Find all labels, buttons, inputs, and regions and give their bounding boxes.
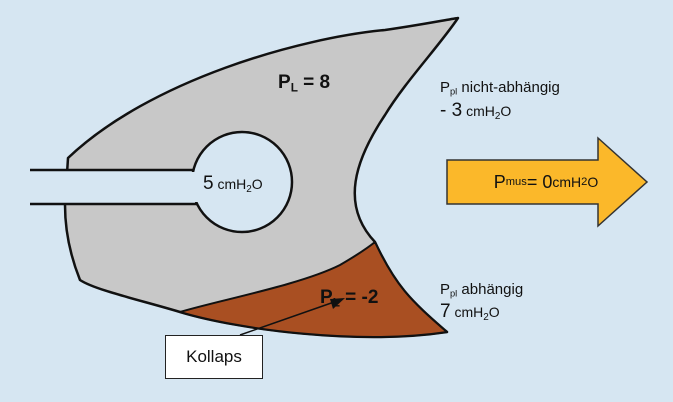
- airway-junction: [180, 172, 205, 202]
- pl-bottom-symbol: P: [320, 287, 333, 308]
- ppl-dependent-unit: cmH: [451, 304, 484, 320]
- pl-bottom-sub: L: [333, 296, 340, 309]
- ppl-nondependent-desc: nicht-abhängig: [457, 79, 560, 96]
- center-pressure-value: 5: [203, 173, 214, 194]
- ppl-nondependent-unit: cmH: [462, 103, 495, 119]
- pmus-value: = 0: [527, 172, 553, 193]
- pmus-unit: cmH: [552, 174, 581, 190]
- ppl-dependent-value-label: 7 cmH2O: [440, 302, 500, 321]
- ppl-dependent-value: 7: [440, 301, 451, 322]
- kollaps-box: Kollaps: [165, 335, 263, 379]
- pl-top-symbol: P: [278, 72, 291, 93]
- pl-bottom-value: = -2: [340, 287, 379, 308]
- pl-top-value: = 8: [298, 72, 330, 93]
- center-pressure-unit-post: O: [252, 176, 263, 192]
- ppl-nondependent-value: - 3: [440, 100, 462, 121]
- ppl-nondependent-value-label: - 3 cmH2O: [440, 101, 511, 120]
- ppl-dependent-symbol: P: [440, 281, 450, 298]
- center-pressure-label: 5 cmH2O: [203, 174, 263, 193]
- pl-top-label: PL = 8: [278, 73, 330, 92]
- ppl-dependent-unit-post: O: [489, 304, 500, 320]
- center-pressure-unit: cmH: [214, 176, 247, 192]
- airway-channel: [30, 170, 205, 204]
- pl-bottom-label: PL = -2: [320, 288, 378, 307]
- ppl-nondependent-symbol: P: [440, 79, 450, 96]
- ppl-dependent-title: Ppl abhängig: [440, 282, 523, 297]
- pl-top-sub: L: [291, 81, 298, 94]
- ppl-nondependent-title: Ppl nicht-abhängig: [440, 80, 560, 95]
- pmus-unit-post: O: [587, 174, 598, 190]
- ppl-nondependent-unit-post: O: [500, 103, 511, 119]
- pmus-symbol: P: [494, 172, 506, 193]
- ppl-dependent-desc: abhängig: [457, 281, 523, 298]
